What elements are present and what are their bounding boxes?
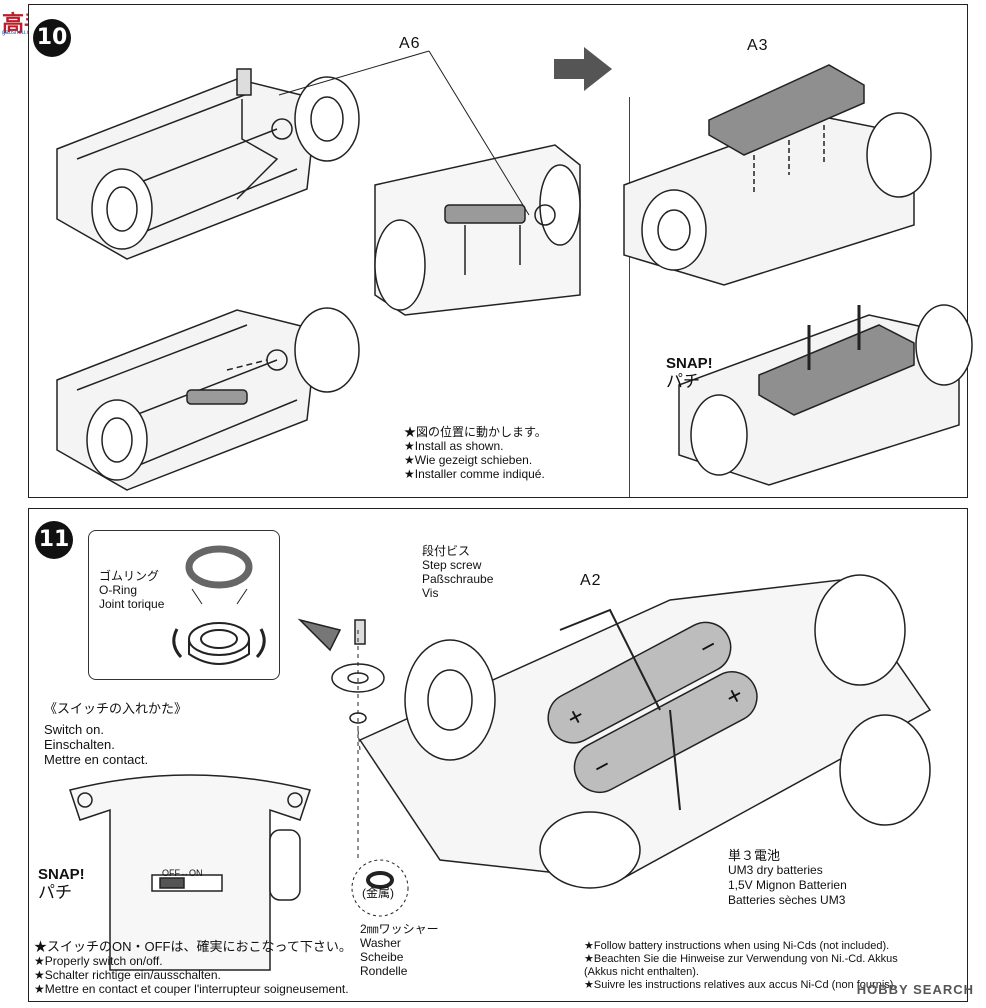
chassis-snap-illustration	[678, 304, 973, 486]
part-label-a3: A3	[747, 37, 769, 54]
switch-note: ★スイッチのON・OFFは、確実におこなって下さい。 ★Properly swi…	[34, 939, 352, 997]
snap-callout-top: SNAP! パチ	[666, 355, 713, 391]
step-10-badge: 10	[33, 19, 71, 57]
switch-marking: OFF↔ON	[162, 868, 203, 878]
battery-note: ★Follow battery instructions when using …	[584, 940, 898, 991]
step-10-divider	[629, 97, 630, 497]
chassis-switch-illustration	[69, 774, 311, 971]
screw-washer-stack	[297, 618, 385, 860]
washer-circle-icon	[351, 859, 409, 917]
chassis-illustration-1	[56, 68, 360, 260]
switch-title: 《スイッチの入れかた》	[44, 701, 188, 716]
oring-wheel-illustration	[172, 545, 266, 665]
washer-label: 2㎜ワッシャー Washer Scheibe Rondelle	[360, 922, 439, 978]
chassis-closeup-illustration	[374, 144, 581, 316]
a6-leader-line	[278, 50, 530, 216]
chassis-illustration-2	[56, 307, 360, 491]
brand-watermark: HOBBY SEARCH	[856, 982, 974, 997]
chassis-a3-illustration	[623, 64, 932, 286]
snap-callout-bottom: SNAP! パチ	[38, 866, 85, 902]
battery-label: 単３電池 UM3 dry batteries 1,5V Mignon Batte…	[728, 848, 847, 907]
oring-label: ゴムリング O-Ring Joint torique	[99, 569, 165, 611]
step-11-badge: 11	[35, 521, 73, 559]
metal-label: (金属)	[362, 886, 394, 900]
watermark-url: gaoshou.com	[2, 30, 39, 36]
switch-instructions: Switch on. Einschalten. Mettre en contac…	[44, 722, 149, 767]
step-10-panel: 10	[28, 4, 973, 498]
part-label-a6: A6	[399, 35, 421, 52]
install-note: ★図の位置に動かします。 ★Install as shown. ★Wie gez…	[404, 425, 547, 481]
next-arrow-icon	[554, 47, 612, 91]
part-label-a2: A2	[580, 572, 602, 589]
chassis-battery-illustration: + − − +	[358, 574, 932, 889]
oring-detail-box: ゴムリング O-Ring Joint torique	[88, 530, 280, 680]
step-screw-label: 段付ビス Step screw Paßschraube Vis	[422, 544, 494, 600]
